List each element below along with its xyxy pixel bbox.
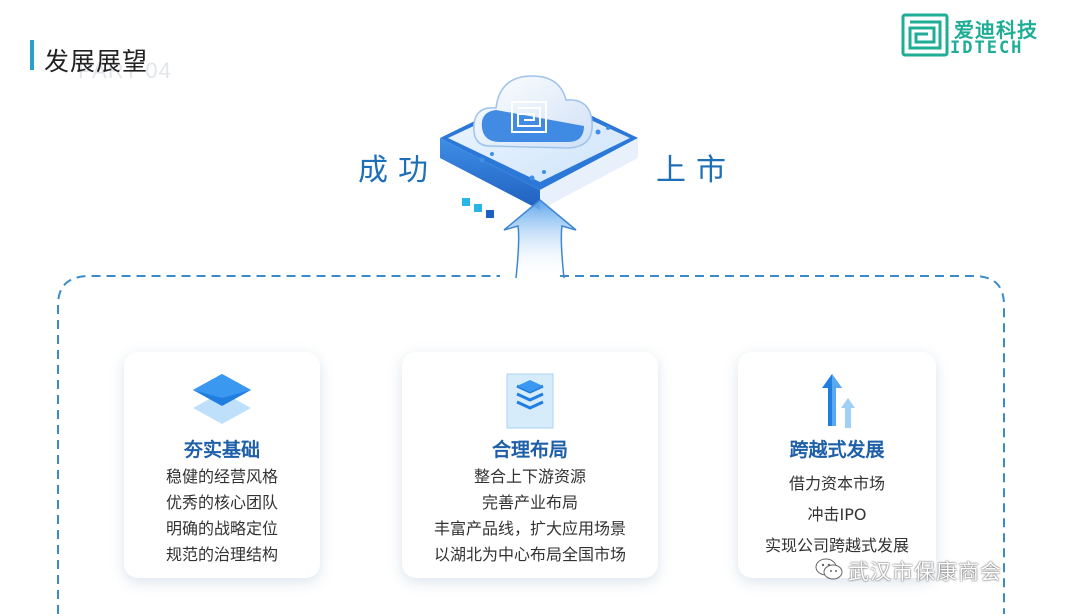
title-accent-bar bbox=[30, 40, 34, 70]
hero-text-listing: 上市 bbox=[656, 153, 736, 188]
card-line: 完善产业布局 bbox=[481, 493, 578, 512]
layers-icon bbox=[193, 374, 251, 424]
card-title: 夯实基础 bbox=[183, 439, 260, 461]
card-foundation: 夯实基础 稳健的经营风格 优秀的核心团队 明确的战略定位 规范的治理结构 bbox=[124, 352, 320, 578]
cloud-server-icon bbox=[440, 75, 638, 279]
card-line: 以湖北为中心布局全国市场 bbox=[433, 545, 626, 564]
card-leap: 跨越式发展 借力资本市场 冲击IPO 实现公司跨越式发展 bbox=[738, 352, 936, 578]
card-line: 明确的战略定位 bbox=[165, 519, 278, 538]
card-line: 丰富产品线，扩大应用场景 bbox=[433, 519, 626, 538]
card-lines: 稳健的经营风格 优秀的核心团队 明确的战略定位 规范的治理结构 bbox=[124, 464, 320, 568]
card-line: 优秀的核心团队 bbox=[165, 493, 278, 512]
idtech-logo-icon bbox=[901, 13, 949, 57]
card-title: 跨越式发展 bbox=[789, 439, 885, 461]
card-lines: 整合上下游资源 完善产业布局 丰富产品线，扩大应用场景 以湖北为中心布局全国市场 bbox=[402, 464, 658, 568]
wechat-icon bbox=[815, 558, 843, 580]
growth-arrows-icon bbox=[822, 374, 855, 428]
watermark-text: 武汉市保康商会 bbox=[848, 560, 1002, 584]
company-logo: 爱迪科技 IDTECH bbox=[900, 12, 1060, 58]
card-line: 整合上下游资源 bbox=[473, 467, 586, 486]
page-title: 发展展望 bbox=[44, 47, 149, 76]
card-line: 借力资本市场 bbox=[788, 474, 885, 493]
hero-text-success: 成功 bbox=[358, 153, 438, 188]
logo-name-cn: 爱迪科技 bbox=[954, 18, 1038, 42]
card-line: 规范的治理结构 bbox=[165, 545, 278, 564]
card-title: 合理布局 bbox=[491, 439, 568, 461]
card-line: 实现公司跨越式发展 bbox=[764, 536, 909, 555]
part-label: PART 04 bbox=[78, 58, 172, 83]
stack-box-icon bbox=[506, 373, 554, 429]
card-layout: 合理布局 整合上下游资源 完善产业布局 丰富产品线，扩大应用场景 以湖北为中心布… bbox=[402, 352, 658, 578]
card-lines: 借力资本市场 冲击IPO 实现公司跨越式发展 bbox=[738, 468, 936, 561]
card-line: 冲击IPO bbox=[807, 505, 867, 524]
logo-name-en: IDTECH bbox=[950, 38, 1024, 58]
card-line: 稳健的经营风格 bbox=[165, 467, 278, 486]
